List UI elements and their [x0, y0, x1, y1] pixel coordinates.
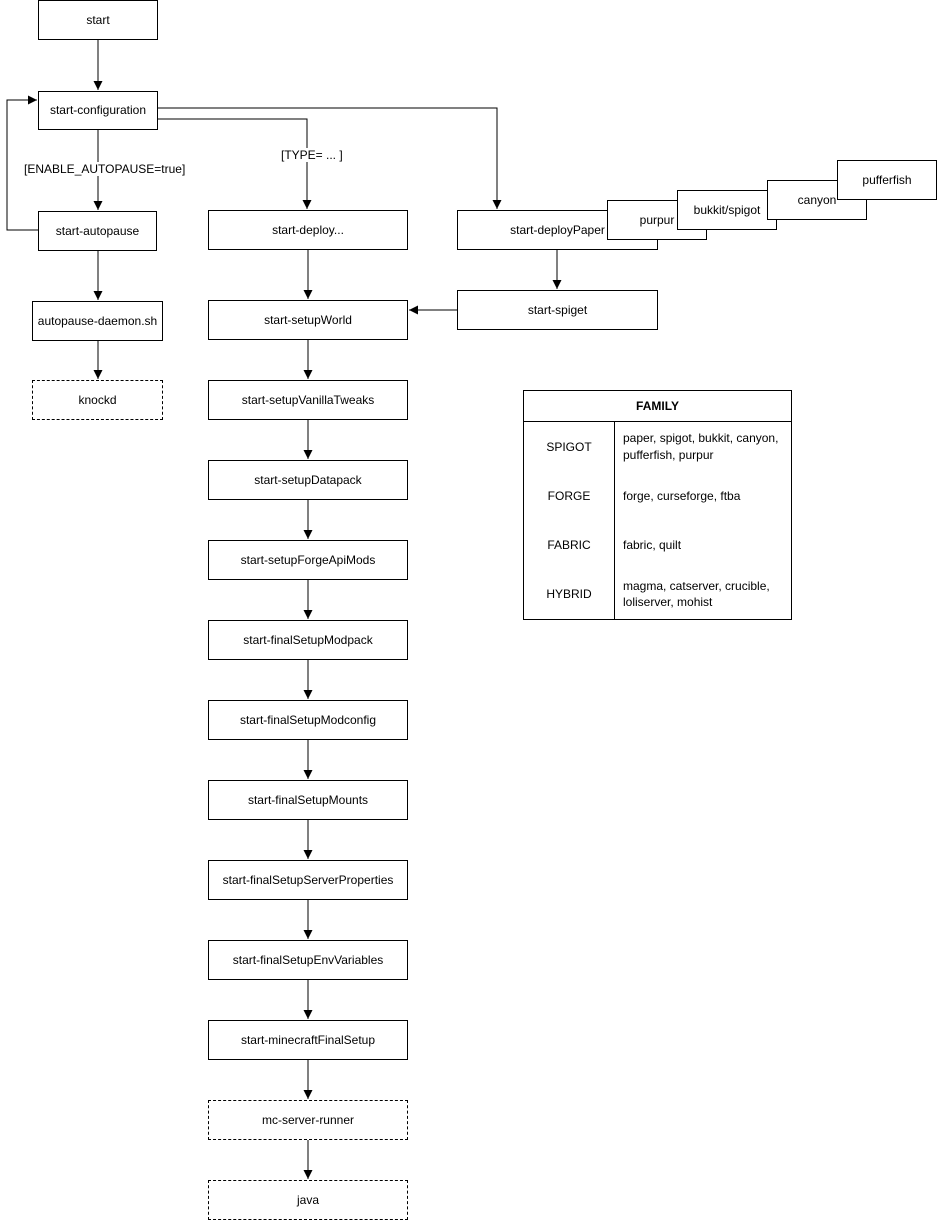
- node-java: java: [208, 1180, 408, 1220]
- node-start-deploy: start-deploy...: [208, 210, 408, 250]
- members-cell: fabric, quilt: [623, 538, 682, 553]
- node-start-final-setup-modconfig: start-finalSetupModconfig: [208, 700, 408, 740]
- node-start-autopause: start-autopause: [38, 211, 157, 251]
- family-cell: FORGE: [524, 471, 615, 521]
- node-start-final-setup-env-variables: start-finalSetupEnvVariables: [208, 940, 408, 980]
- table-row: SPIGOT paper, spigot, bukkit, canyon, pu…: [524, 422, 791, 472]
- table-row: FABRIC fabric, quilt: [524, 520, 791, 570]
- node-start: start: [38, 0, 158, 40]
- node-start-minecraft-final-setup: start-minecraftFinalSetup: [208, 1020, 408, 1060]
- node-knockd: knockd: [32, 380, 163, 420]
- family-cell: HYBRID: [524, 569, 615, 619]
- edge-label-type: [TYPE= ... ]: [280, 148, 344, 162]
- node-start-setup-world: start-setupWorld: [208, 300, 408, 340]
- node-start-final-setup-server-properties: start-finalSetupServerProperties: [208, 860, 408, 900]
- node-start-configuration: start-configuration: [38, 91, 158, 130]
- node-canyon: canyon: [767, 180, 867, 220]
- family-table-title: FAMILY: [524, 391, 791, 422]
- node-start-setup-forge-api-mods: start-setupForgeApiMods: [208, 540, 408, 580]
- node-start-spiget: start-spiget: [457, 290, 658, 330]
- edge-label-enable-autopause: [ENABLE_AUTOPAUSE=true]: [23, 162, 187, 176]
- node-start-setup-vanilla-tweaks: start-setupVanillaTweaks: [208, 380, 408, 420]
- node-pufferfish: pufferfish: [837, 160, 937, 200]
- node-autopause-daemon: autopause-daemon.sh: [32, 301, 163, 341]
- family-table-body: SPIGOT paper, spigot, bukkit, canyon, pu…: [524, 422, 791, 619]
- members-cell: forge, curseforge, ftba: [623, 488, 741, 503]
- members-cell: magma, catserver, crucible, loliserver, …: [623, 579, 770, 610]
- node-start-setup-datapack: start-setupDatapack: [208, 460, 408, 500]
- members-cell: paper, spigot, bukkit, canyon, pufferfis…: [623, 431, 779, 462]
- node-mc-server-runner: mc-server-runner: [208, 1100, 408, 1140]
- family-cell: FABRIC: [524, 520, 615, 570]
- node-start-final-setup-modpack: start-finalSetupModpack: [208, 620, 408, 660]
- family-table: FAMILY SPIGOT paper, spigot, bukkit, can…: [523, 390, 792, 620]
- family-cell: SPIGOT: [524, 422, 615, 472]
- table-row: FORGE forge, curseforge, ftba: [524, 471, 791, 521]
- table-row: HYBRID magma, catserver, crucible, lolis…: [524, 569, 791, 619]
- node-start-final-setup-mounts: start-finalSetupMounts: [208, 780, 408, 820]
- node-bukkit-spigot: bukkit/spigot: [677, 190, 777, 230]
